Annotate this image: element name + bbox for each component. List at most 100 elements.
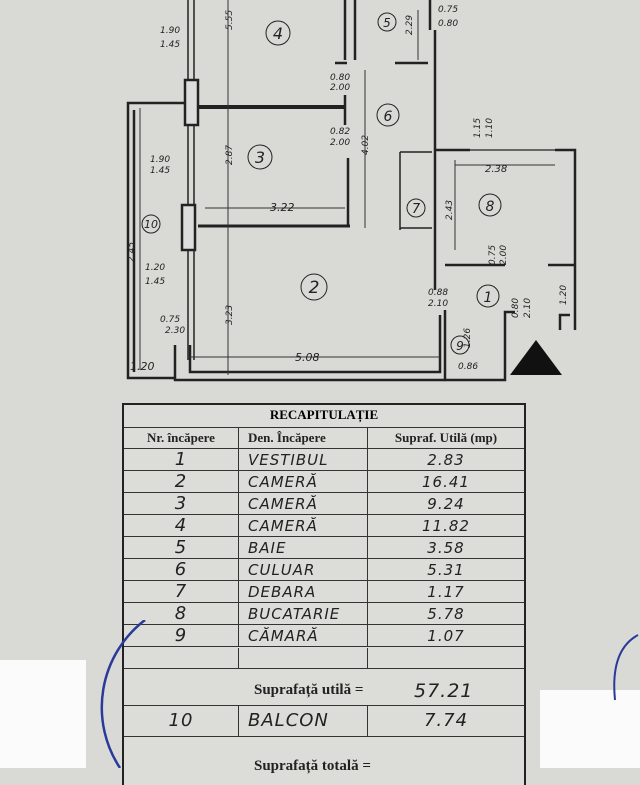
svg-text:1.20: 1.20 xyxy=(145,263,165,273)
svg-text:0.86: 0.86 xyxy=(458,362,478,372)
svg-text:1.10: 1.10 xyxy=(485,118,495,138)
wall xyxy=(343,0,350,226)
room-9-label: 9 xyxy=(450,335,470,355)
cell-nr: 7 xyxy=(124,581,239,602)
wall xyxy=(173,315,445,382)
window-wall xyxy=(187,0,195,360)
svg-text:2.00: 2.00 xyxy=(330,138,350,148)
svg-text:0.75: 0.75 xyxy=(438,5,458,15)
svg-text:0.80: 0.80 xyxy=(438,19,458,29)
dimension-labels: 1.90 1.45 1.90 1.45 1.20 1.45 0.75 2.30 … xyxy=(127,5,569,373)
svg-text:1.45: 1.45 xyxy=(145,277,165,287)
svg-text:10: 10 xyxy=(144,218,158,231)
cell-nr: 6 xyxy=(124,559,239,580)
svg-text:2.10: 2.10 xyxy=(523,298,533,318)
wall xyxy=(399,151,432,230)
svg-text:4.02: 4.02 xyxy=(361,135,371,155)
cell-nr: 2 xyxy=(124,471,239,492)
svg-text:5.08: 5.08 xyxy=(295,351,320,364)
north-arrow-icon xyxy=(510,340,562,375)
svg-text:1.20: 1.20 xyxy=(130,360,155,373)
cell-nr: 1 xyxy=(124,449,239,470)
cell-area: 5.78 xyxy=(427,605,465,623)
floor-plan: 4 5 6 3 7 8 10 2 1 9 1.90 1.45 1.90 1.45… xyxy=(126,0,577,382)
recap-table: RECAPITULAȚIE Nr. încăpere Den. Încăpere… xyxy=(122,403,526,785)
cell-area: 3.58 xyxy=(427,539,465,557)
svg-text:0.75: 0.75 xyxy=(160,315,180,325)
cell-name: VESTIBUL xyxy=(238,449,368,470)
cell-nr: 8 xyxy=(124,603,239,624)
cell-area: 9.24 xyxy=(427,495,465,513)
cell-nr: 9 xyxy=(124,625,239,646)
total-area-label: Suprafață totală = xyxy=(254,758,371,774)
svg-text:2.30: 2.30 xyxy=(165,326,185,336)
svg-text:0.82: 0.82 xyxy=(330,127,350,137)
svg-text:2.00: 2.00 xyxy=(499,245,509,265)
cell-name: CAMERĂ xyxy=(238,493,368,514)
svg-text:0.75: 0.75 xyxy=(488,245,498,265)
table-row-empty xyxy=(124,648,524,669)
svg-text:2.38: 2.38 xyxy=(485,164,507,175)
svg-text:1.90: 1.90 xyxy=(160,26,180,36)
svg-text:1.45: 1.45 xyxy=(150,166,170,176)
cell-name: CĂMARĂ xyxy=(238,625,368,646)
wall xyxy=(558,313,570,330)
cell-name: BUCATARIE xyxy=(238,603,368,624)
svg-text:1.90: 1.90 xyxy=(150,155,170,165)
header-nr: Nr. încăpere xyxy=(124,427,239,448)
header-name: Den. Încăpere xyxy=(238,427,368,448)
svg-text:2.87: 2.87 xyxy=(225,145,235,165)
svg-text:1.15: 1.15 xyxy=(473,118,483,138)
svg-text:2.00: 2.00 xyxy=(330,83,350,93)
cell-nr: 4 xyxy=(124,515,239,536)
table-row-balcony: 10 BALCON 7.74 xyxy=(124,705,524,737)
room-2-label: 2 xyxy=(300,273,328,301)
svg-text:5.55: 5.55 xyxy=(225,10,235,30)
cell-name: BAIE xyxy=(238,537,368,558)
cell-nr: 5 xyxy=(124,537,239,558)
svg-text:1.45: 1.45 xyxy=(160,40,180,50)
cell-area: 5.31 xyxy=(427,561,465,579)
svg-text:1.20: 1.20 xyxy=(559,285,569,305)
cell-area: 1.07 xyxy=(427,627,465,645)
svg-text:0.80: 0.80 xyxy=(330,73,350,83)
svg-text:2.10: 2.10 xyxy=(428,299,448,309)
cell-name: CAMERĂ xyxy=(238,515,368,536)
svg-text:2.29: 2.29 xyxy=(405,15,415,35)
svg-text:1: 1 xyxy=(484,290,493,306)
signature-arc xyxy=(613,634,639,701)
useful-area-value: 57.21 xyxy=(414,680,474,702)
svg-text:7: 7 xyxy=(412,202,421,217)
svg-text:6: 6 xyxy=(384,109,393,125)
room-4-label: 4 xyxy=(265,20,291,46)
header-area: Supraf. Utilă (mp) xyxy=(394,430,498,445)
svg-text:2.45: 2.45 xyxy=(127,242,137,262)
useful-area-label: Suprafață utilă = xyxy=(254,682,364,698)
blank-area-left xyxy=(0,660,86,768)
room-7-label: 7 xyxy=(406,198,426,218)
room-6-label: 6 xyxy=(376,103,400,127)
svg-text:3: 3 xyxy=(255,148,265,167)
wall xyxy=(126,101,190,380)
wall xyxy=(443,310,515,382)
room-5-label: 5 xyxy=(377,12,397,32)
stamp-arc xyxy=(100,620,146,768)
cell-name: DEBARA xyxy=(238,581,368,602)
svg-text:0.80: 0.80 xyxy=(511,298,521,318)
room-10-label: 10 xyxy=(141,214,161,234)
blank-area-right xyxy=(540,690,640,768)
pillar xyxy=(180,203,197,252)
room-labels: 4 5 6 3 7 8 10 2 1 9 xyxy=(141,12,502,355)
room-1-label: 1 xyxy=(476,284,500,308)
cell-name: CAMERĂ xyxy=(238,471,368,492)
svg-text:5: 5 xyxy=(383,16,391,30)
room-3-label: 3 xyxy=(247,144,273,170)
room-8-label: 8 xyxy=(478,193,502,217)
wall xyxy=(435,148,577,330)
